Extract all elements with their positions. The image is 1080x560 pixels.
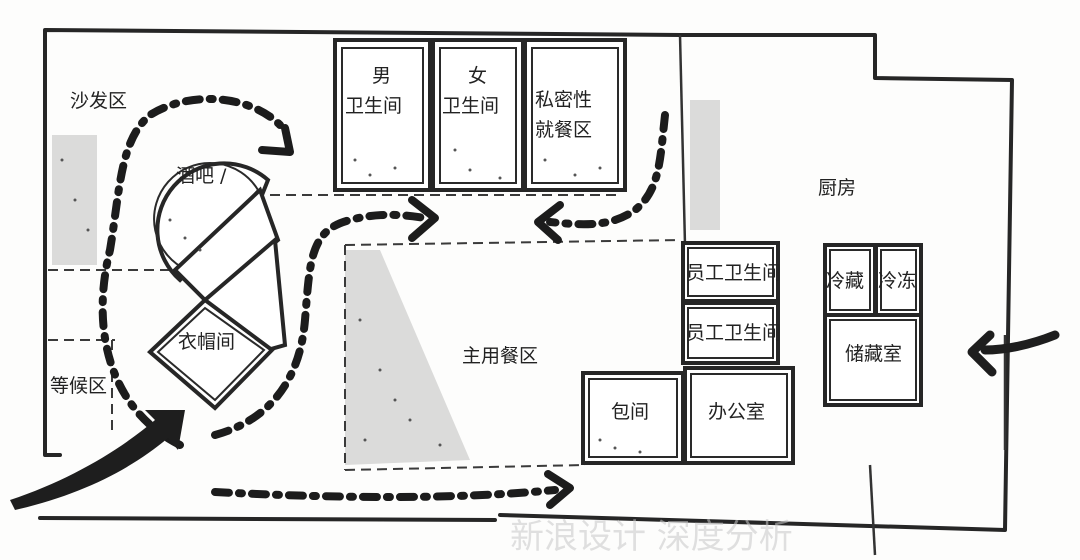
office-label: 办公室: [708, 401, 765, 423]
room-labels: 沙发区 男 卫生间 女 卫生间 私密性 就餐区 酒吧 / 衣帽间 等候区 主用餐…: [50, 65, 916, 423]
womens-restroom-label-line2: 卫生间: [442, 95, 499, 117]
storage-room: [823, 313, 923, 407]
mens-restroom: [333, 38, 432, 192]
private-room-label: 包间: [611, 401, 649, 423]
cloakroom-label: 衣帽间: [178, 331, 235, 353]
sofa-area-label: 沙发区: [70, 90, 127, 112]
kitchen-label: 厨房: [818, 177, 856, 199]
bar-label: 酒吧 /: [176, 165, 227, 187]
watermark-text: 新浪设计 深度分析: [510, 517, 793, 557]
waiting-area-label: 等候区: [50, 375, 107, 397]
staff-restroom-2: [681, 301, 780, 365]
cold-storage-label: 冷藏: [826, 270, 864, 292]
freezer-label: 冷冻: [878, 270, 916, 292]
stipple-dots: [60, 148, 642, 454]
mens-restroom-label-line2: 卫生间: [345, 95, 402, 117]
main-entrance-arrow: [10, 410, 185, 510]
staff-restroom-1-label: 员工卫生间: [686, 262, 781, 284]
entry-arrows: [10, 330, 1060, 510]
storage-room-label: 储藏室: [845, 343, 902, 365]
kitchen-rooms: [581, 241, 923, 465]
private-dining-label-line1: 私密性: [535, 89, 592, 111]
main-dining-label: 主用餐区: [462, 345, 538, 367]
womens-restroom: [431, 38, 525, 192]
private-dining-label-line2: 就餐区: [535, 119, 592, 141]
bar-cloakroom-cluster: [147, 161, 288, 411]
outer-walls: [38, 28, 1014, 556]
private-dining-room: [523, 38, 627, 192]
mens-restroom-label-line1: 男: [372, 65, 391, 87]
circulation-paths: [98, 95, 669, 509]
private-room: [581, 371, 685, 465]
top-rooms: [333, 38, 627, 192]
staff-restroom-2-label: 员工卫生间: [686, 322, 781, 344]
womens-restroom-label-line1: 女: [468, 65, 487, 87]
office: [683, 366, 795, 465]
